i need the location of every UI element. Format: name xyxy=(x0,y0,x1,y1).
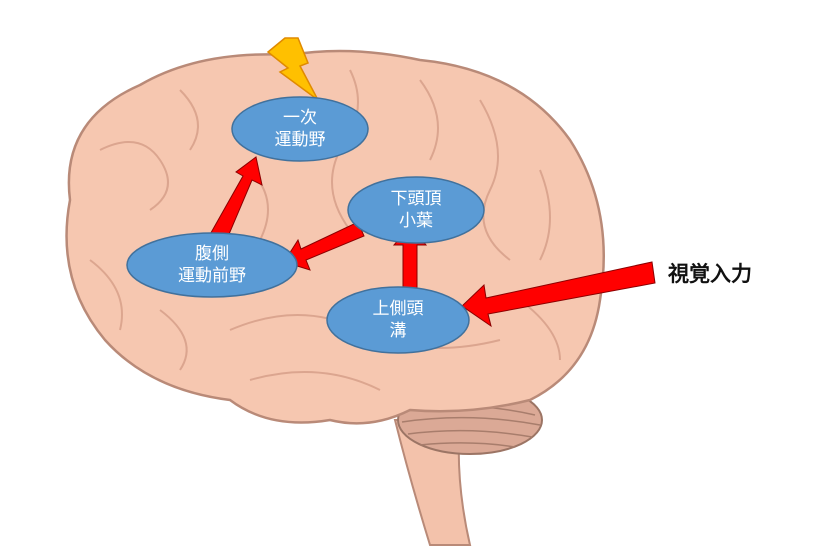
label-line: 小葉 xyxy=(399,211,433,231)
label-sts: 上側頭 溝 xyxy=(373,298,424,342)
label-line: 運動前野 xyxy=(178,266,246,286)
arrow-visual-input xyxy=(461,261,656,328)
region-ventral-premotor xyxy=(126,232,298,298)
label-primary-motor: 一次 運動野 xyxy=(275,107,326,151)
region-primary-motor xyxy=(231,96,369,162)
label-line: 溝 xyxy=(389,321,407,341)
label-line: 上側頭 xyxy=(372,299,424,319)
visual-input-label: 視覚入力 xyxy=(668,262,752,286)
label-line: 一次 xyxy=(283,108,317,128)
label-line: 下頭頂 xyxy=(390,189,442,209)
region-inferior-parietal xyxy=(347,176,485,244)
label-line: 腹側 xyxy=(195,244,229,264)
label-line: 運動野 xyxy=(274,130,326,150)
region-sts xyxy=(326,286,470,354)
label-inferior-parietal: 下頭頂 小葉 xyxy=(391,188,442,232)
label-ventral-premotor: 腹側 運動前野 xyxy=(178,243,246,287)
